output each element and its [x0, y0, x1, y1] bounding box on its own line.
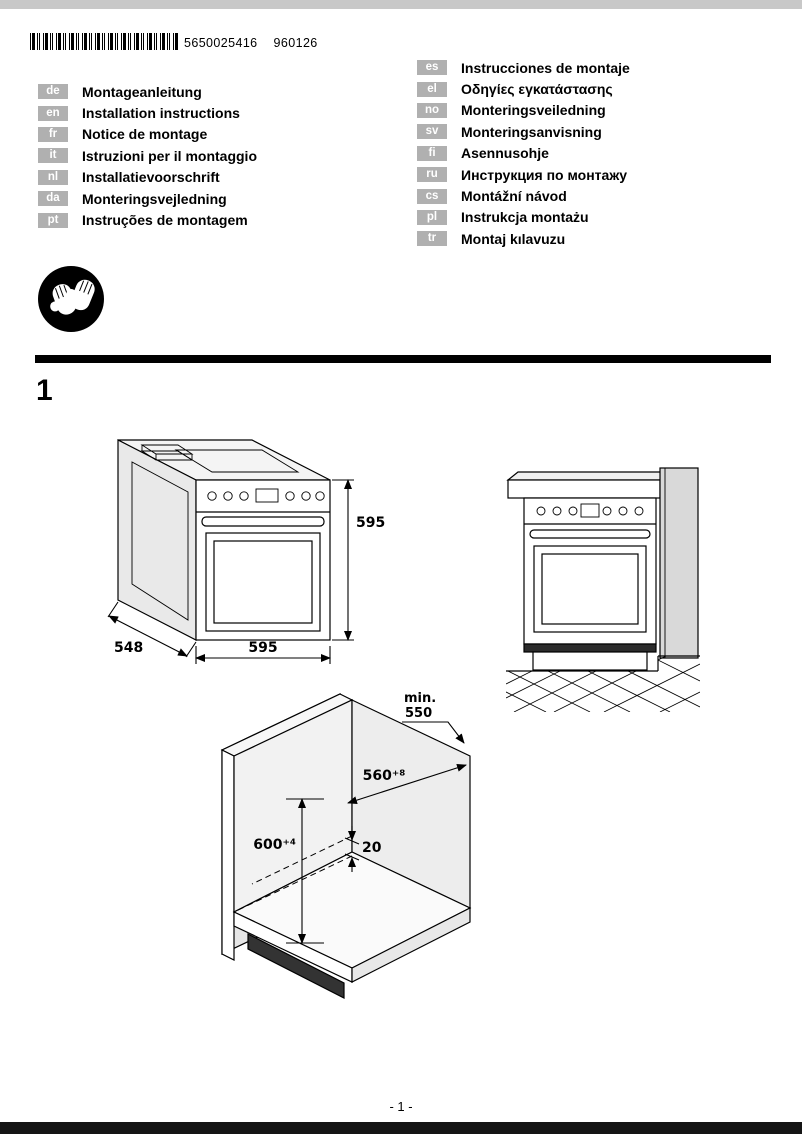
barcode [30, 33, 178, 50]
language-label: Instruções de montagem [82, 212, 248, 229]
language-code-badge: pl [417, 209, 447, 225]
language-item: fi Asennusohje [417, 143, 630, 164]
language-label: Monteringsveiledning [461, 102, 606, 119]
language-label: Asennusohje [461, 145, 549, 162]
section-divider [35, 355, 771, 363]
language-code-badge: fr [38, 126, 68, 142]
language-item: pl Instrukcja montażu [417, 207, 630, 228]
language-label: Installation instructions [82, 105, 240, 122]
language-code-badge: es [417, 60, 447, 76]
language-item: cs Montážní návod [417, 185, 630, 206]
language-item: el Οδηγίες εγκατάστασης [417, 78, 630, 99]
language-code-badge: cs [417, 188, 447, 204]
dim-min-depth-label: min. [404, 691, 436, 706]
language-code-badge: no [417, 102, 447, 118]
barcode-text: 5650025416 960126 [184, 36, 318, 50]
language-label: Montageanleitung [82, 83, 202, 100]
language-label: Montaj kılavuzu [461, 230, 566, 247]
language-code-badge: de [38, 84, 68, 100]
dim-oven-height: 595 [356, 515, 385, 531]
figure-number: 1 [36, 374, 53, 407]
dim-niche-height: 600⁺⁴ [253, 837, 296, 853]
language-code-badge: sv [417, 124, 447, 140]
language-item: da Monteringsvejledning [38, 188, 257, 209]
language-label: Инструкция по монтажу [461, 166, 628, 183]
dim-niche-width: 560⁺⁸ [363, 768, 406, 784]
language-code-badge: ru [417, 167, 447, 183]
page-top-edge [0, 0, 802, 9]
language-item: en Installation instructions [38, 102, 257, 123]
language-label: Installatievoorschrift [82, 169, 220, 186]
language-code-badge: el [417, 81, 447, 97]
dim-oven-width: 595 [248, 640, 277, 656]
language-item: pt Instruções de montagem [38, 209, 257, 230]
figure-oven-installed [506, 467, 700, 712]
language-code-badge: tr [417, 231, 447, 247]
language-label: Instrucciones de montaje [461, 59, 630, 76]
language-code-badge: da [38, 191, 68, 207]
figure-oven-isometric: 595 595 548 [107, 439, 385, 664]
page-number: - 1 - [389, 1099, 413, 1114]
language-item: sv Monteringsanvisning [417, 121, 630, 142]
language-item: no Monteringsveiledning [417, 100, 630, 121]
language-item: nl Installatievoorschrift [38, 167, 257, 188]
language-label: Οδηγίες εγκατάστασης [461, 81, 613, 98]
language-label: Monteringsvejledning [82, 190, 227, 207]
figure-1-drawings: 595 595 548 [107, 439, 700, 999]
language-label: Montážní návod [461, 188, 567, 205]
barcode-date-code: 960126 [273, 36, 318, 50]
language-list-left: de Montageanleitung en Installation inst… [38, 81, 257, 231]
language-label: Istruzioni per il montaggio [82, 147, 257, 164]
language-code-badge: it [38, 148, 68, 164]
language-item: ru Инструкция по монтажу [417, 164, 630, 185]
language-item: fr Notice de montage [38, 124, 257, 145]
language-label: Notice de montage [82, 126, 208, 143]
barcode-number: 5650025416 [184, 36, 258, 50]
language-label: Instrukcja montażu [461, 209, 589, 226]
page-bottom-edge [0, 1122, 802, 1134]
language-list-right: es Instrucciones de montaje el Οδηγίες ε… [417, 57, 630, 250]
language-code-badge: pt [38, 212, 68, 228]
language-code-badge: en [38, 105, 68, 121]
language-code-badge: fi [417, 145, 447, 161]
language-item: de Montageanleitung [38, 81, 257, 102]
protective-gloves-icon [38, 266, 104, 332]
dim-min-depth-value: 550 [405, 706, 432, 721]
language-item: tr Montaj kılavuzu [417, 228, 630, 249]
language-item: es Instrucciones de montaje [417, 57, 630, 78]
dim-oven-depth: 548 [114, 640, 143, 656]
language-code-badge: nl [38, 169, 68, 185]
language-label: Monteringsanvisning [461, 123, 602, 140]
language-item: it Istruzioni per il montaggio [38, 145, 257, 166]
dim-gap: 20 [362, 840, 382, 856]
figure-niche-cutout: min. 550 560⁺⁸ 600⁺⁴ 20 [220, 691, 472, 999]
